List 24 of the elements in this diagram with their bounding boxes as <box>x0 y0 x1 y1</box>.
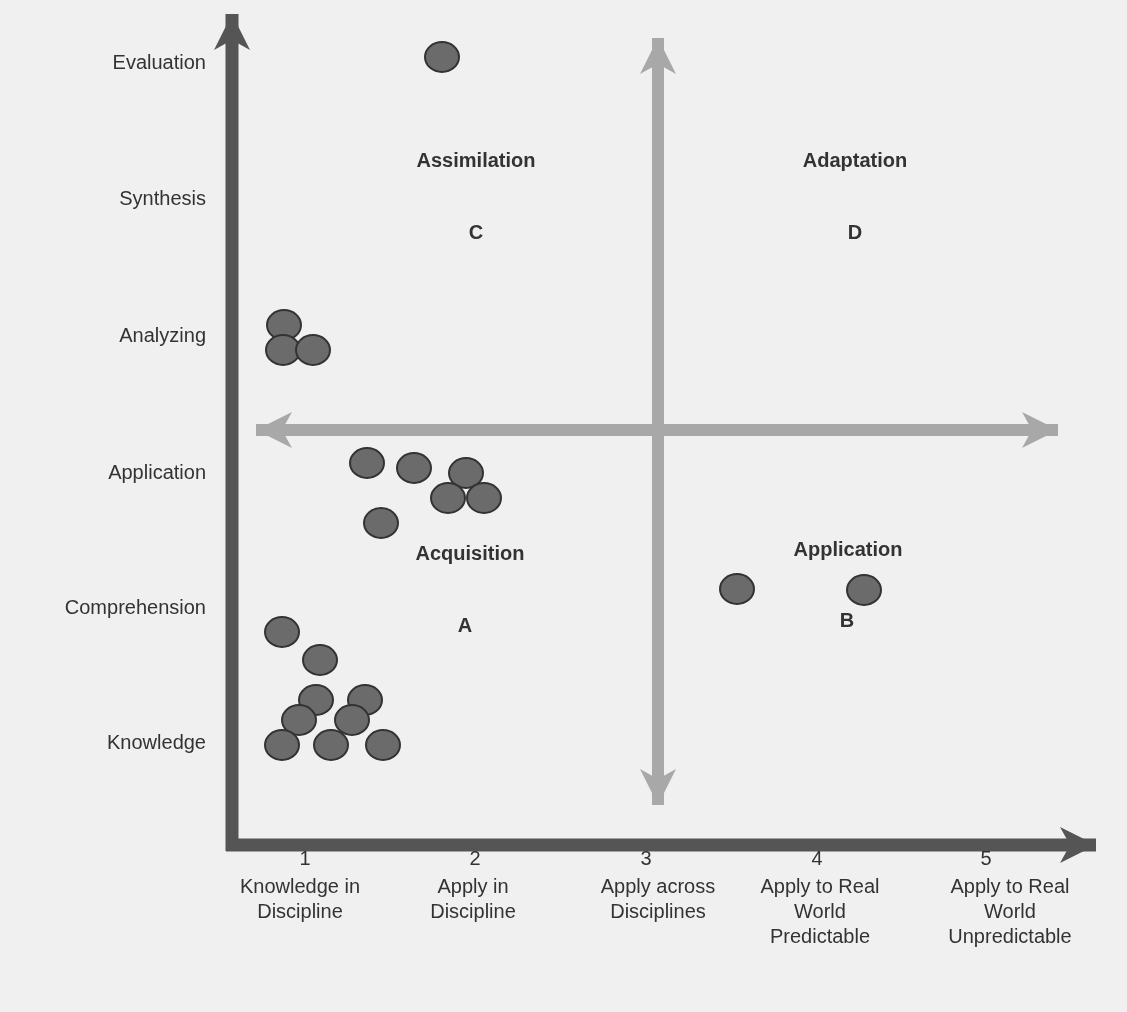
quadrant-label: C <box>468 220 484 244</box>
quadrant-label: D <box>847 220 863 244</box>
x-axis-category-label: Apply to Real World Unpredictable <box>947 874 1073 949</box>
y-axis-label: Application <box>108 460 206 484</box>
quadrant-label: B <box>839 608 855 632</box>
x-axis-tick-label: 5 <box>980 846 992 870</box>
x-axis-category-label: Apply across Disciplines <box>599 874 717 924</box>
x-axis-tick-label: 2 <box>469 846 481 870</box>
quadrant-label: Adaptation <box>802 148 908 172</box>
quadrant-label: Application <box>793 537 903 561</box>
y-axis-label: Synthesis <box>119 186 206 210</box>
x-axis-tick-label: 3 <box>640 846 652 870</box>
quadrant-label: Assimilation <box>416 148 536 172</box>
x-axis-tick-label: 4 <box>811 846 823 870</box>
y-axis-label: Evaluation <box>112 50 206 74</box>
quadrant-label: Acquisition <box>415 541 525 565</box>
y-axis-label: Comprehension <box>64 595 206 619</box>
quadrant-label: A <box>457 613 473 637</box>
x-axis-tick-label: 1 <box>299 846 311 870</box>
x-axis-category-label: Knowledge in Discipline <box>238 874 362 924</box>
y-axis-label: Knowledge <box>107 730 206 754</box>
y-axis-label: Analyzing <box>119 323 206 347</box>
x-axis-category-label: Apply in Discipline <box>429 874 517 924</box>
x-axis-category-label: Apply to Real World Predictable <box>759 874 881 949</box>
